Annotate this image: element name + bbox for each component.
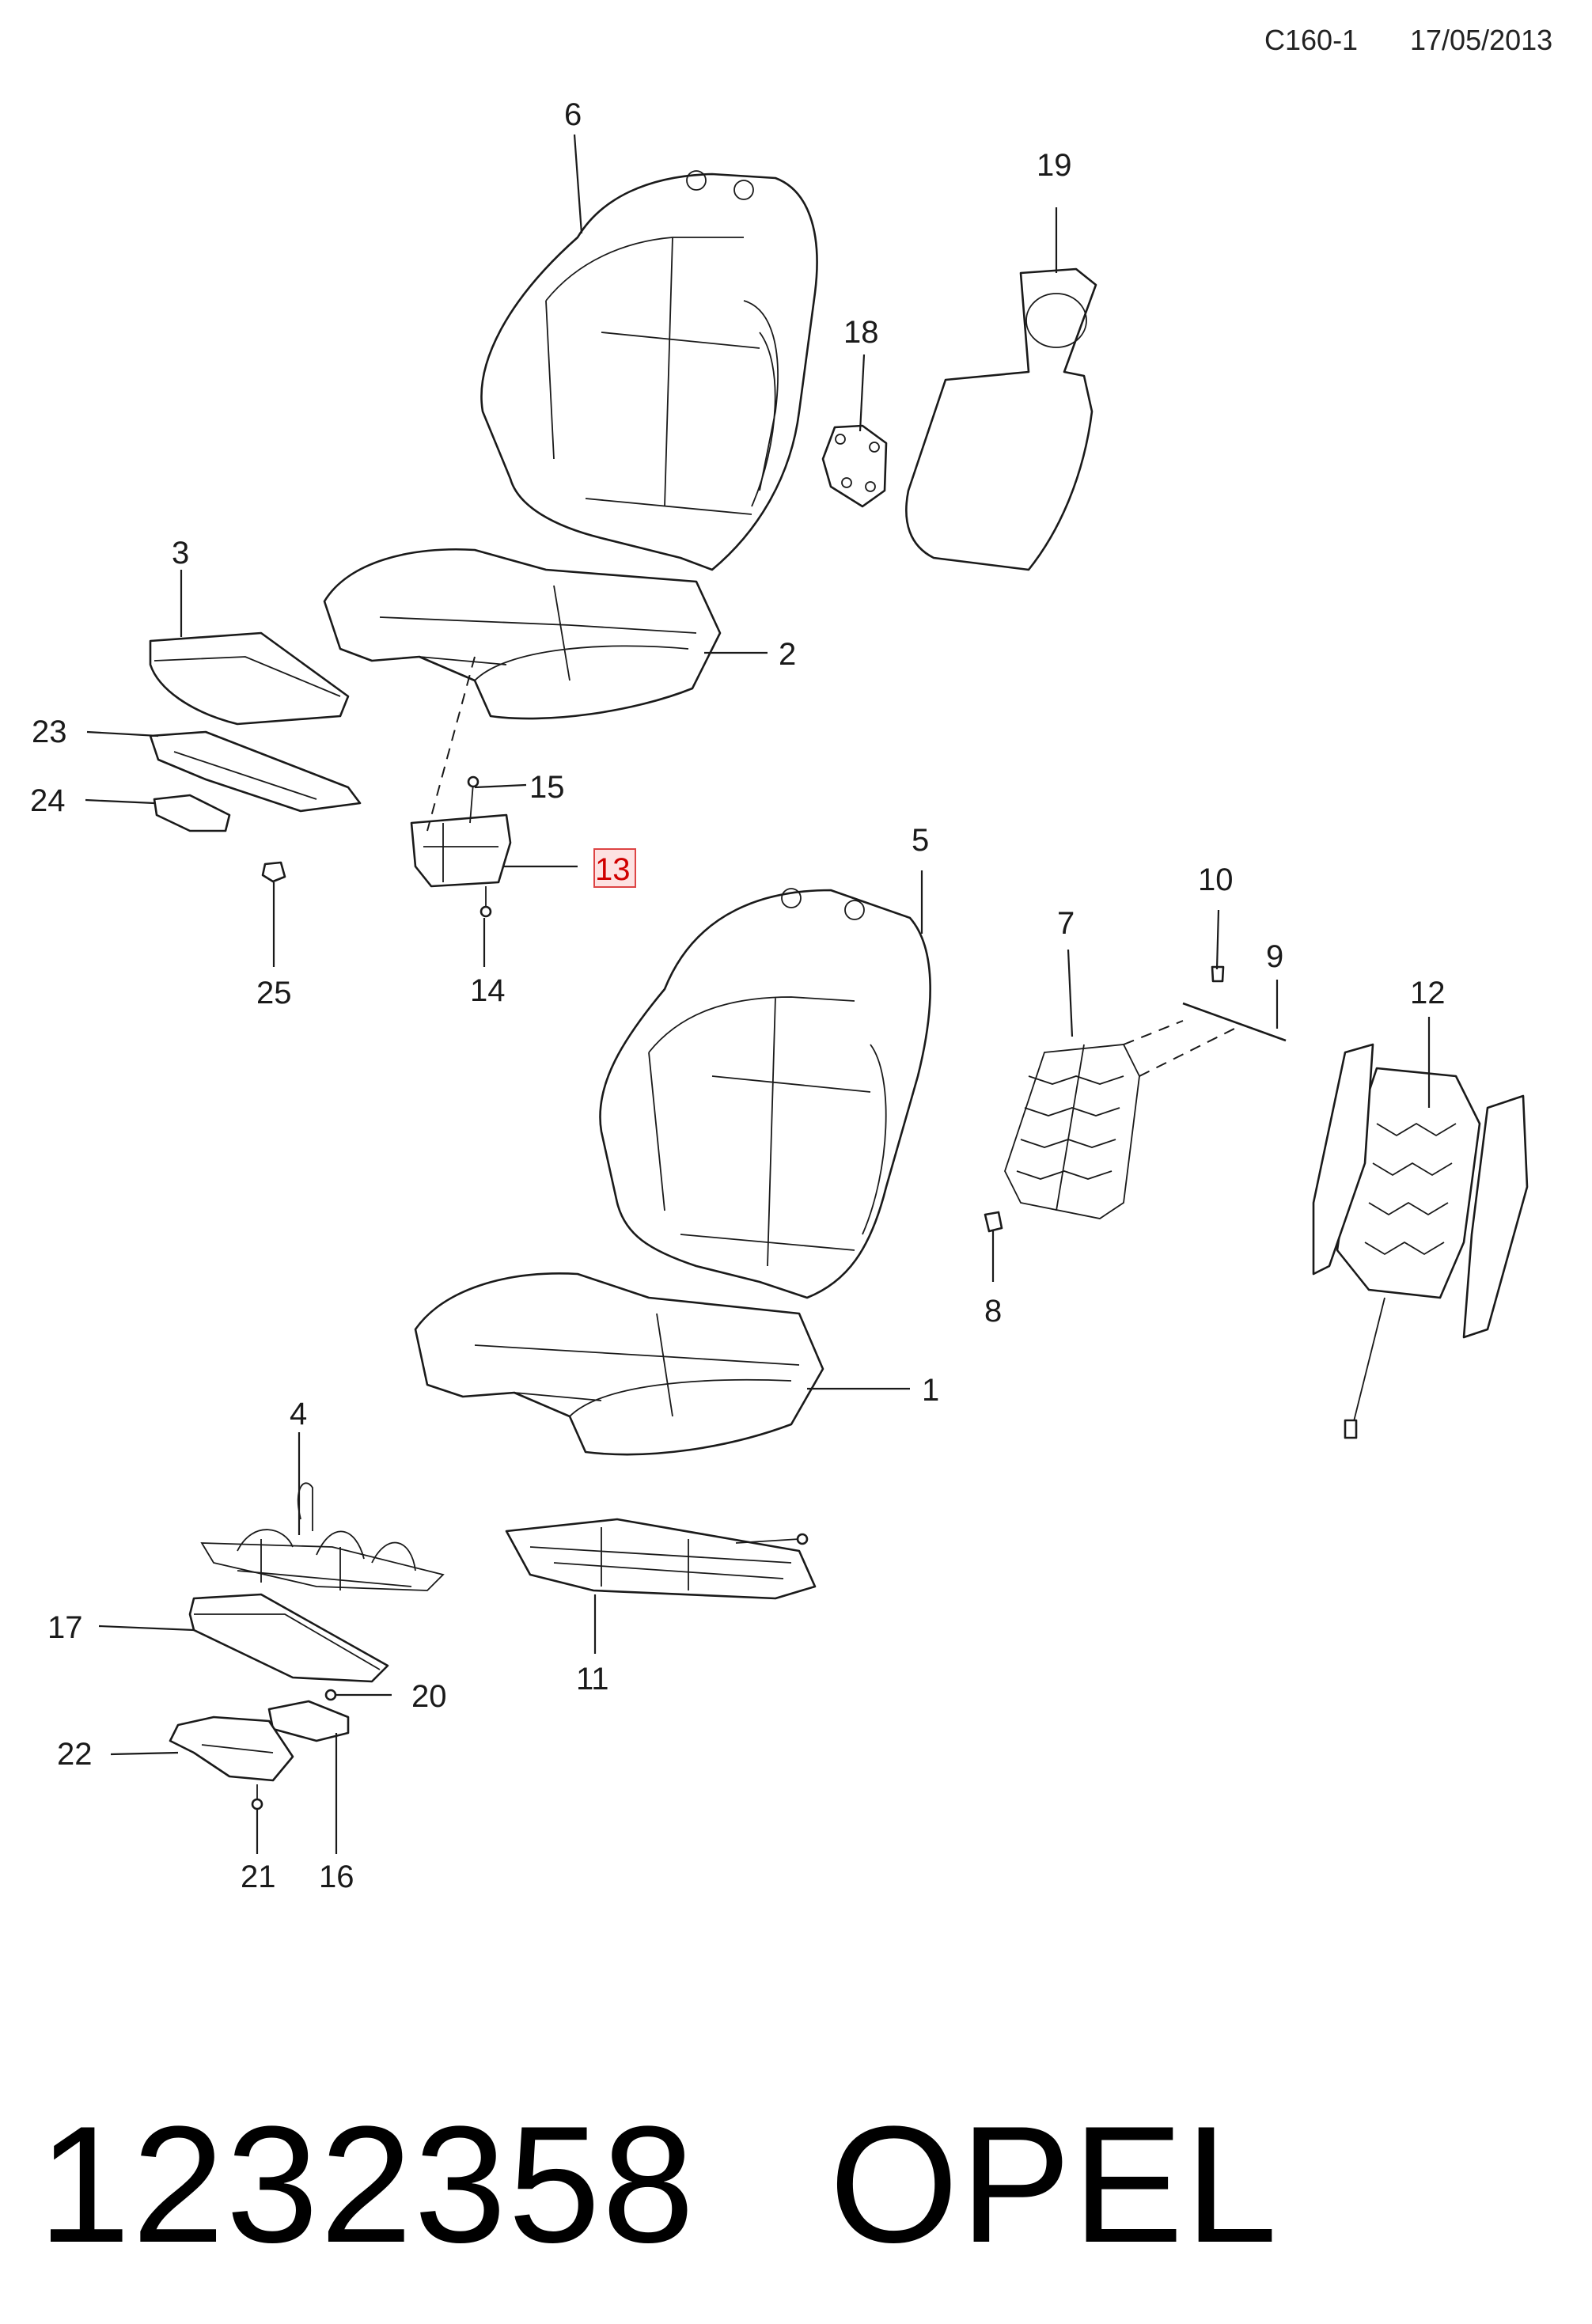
callout-20[interactable]: 20	[411, 1679, 447, 1714]
part-12-heater-pad[interactable]	[1312, 1043, 1529, 1439]
part-18-bracket[interactable]	[821, 424, 888, 508]
callout-8[interactable]: 8	[984, 1294, 1002, 1329]
part-21-screw[interactable]	[251, 1784, 263, 1810]
callout-2[interactable]: 2	[779, 637, 796, 672]
callout-23[interactable]: 23	[32, 715, 67, 749]
part-24-cover[interactable]	[153, 794, 231, 832]
header-code: C160-1	[1264, 24, 1359, 56]
part-15-screw[interactable]	[467, 775, 479, 824]
part-5-seatback-cover[interactable]	[599, 888, 931, 1299]
callout-24[interactable]: 24	[30, 783, 66, 818]
part-11-heater-mat[interactable]	[505, 1518, 817, 1600]
callout-7[interactable]: 7	[1057, 906, 1075, 941]
callout-10[interactable]: 10	[1198, 862, 1234, 897]
part-22-side-trim[interactable]	[169, 1716, 294, 1782]
part-2-cushion-cover[interactable]	[323, 548, 722, 720]
callout-3[interactable]: 3	[172, 536, 189, 571]
callout-15[interactable]: 15	[529, 770, 565, 805]
callout-4[interactable]: 4	[290, 1397, 307, 1431]
callout-13[interactable]: 13	[595, 852, 631, 887]
part-19-back-panel[interactable]	[905, 267, 1097, 571]
part-14-bolt[interactable]	[479, 886, 492, 918]
callout-17[interactable]: 17	[47, 1610, 83, 1645]
part-7-spring-mat[interactable]	[1004, 1044, 1140, 1219]
callout-5[interactable]: 5	[912, 823, 929, 858]
header-date: 17/05/2013	[1410, 24, 1553, 56]
highlight-box-13	[593, 848, 636, 888]
part-1-cushion-cover[interactable]	[414, 1272, 824, 1456]
part-20-screw[interactable]	[324, 1689, 337, 1701]
assembly-line-9	[1123, 1020, 1235, 1077]
part-4-wire-frame[interactable]	[200, 1482, 445, 1591]
callout-1[interactable]: 1	[922, 1373, 939, 1408]
part-3-armrest-pad[interactable]	[149, 631, 350, 726]
part-6-seatback-cover[interactable]	[480, 170, 818, 571]
part-25-clip[interactable]	[261, 861, 286, 883]
callout-16[interactable]: 16	[319, 1860, 354, 1894]
part-17-foam-pad[interactable]	[188, 1593, 389, 1683]
callout-11[interactable]: 11	[576, 1662, 609, 1697]
callout-25[interactable]: 25	[256, 976, 292, 1010]
leader-lines	[85, 134, 1431, 1854]
callout-14[interactable]: 14	[470, 973, 506, 1008]
part-8-clip[interactable]	[984, 1211, 1003, 1233]
part-13-mechanism[interactable]	[410, 813, 512, 888]
footer-brand: OPEL	[829, 2091, 1279, 2277]
part-23-armrest-base[interactable]	[149, 730, 362, 813]
callout-6[interactable]: 6	[564, 97, 582, 132]
part-10-pin[interactable]	[1211, 965, 1225, 983]
part-9-rod[interactable]	[1182, 1002, 1287, 1042]
assembly-line-13	[426, 656, 476, 832]
callout-21[interactable]: 21	[241, 1860, 276, 1894]
callout-18[interactable]: 18	[843, 315, 879, 350]
callout-19[interactable]: 19	[1037, 148, 1072, 183]
callout-9[interactable]: 9	[1266, 939, 1283, 974]
callout-12[interactable]: 12	[1410, 976, 1446, 1010]
callout-22[interactable]: 22	[57, 1737, 93, 1772]
footer-part-number: 1232358	[38, 2091, 696, 2277]
